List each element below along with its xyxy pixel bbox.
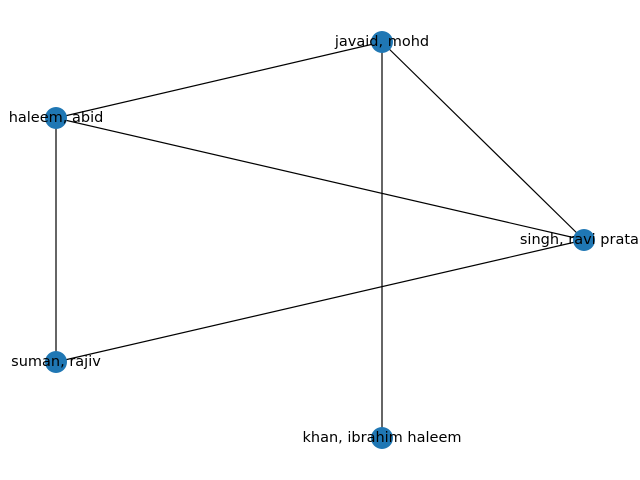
node-suman	[45, 351, 67, 373]
node-khan	[371, 427, 393, 449]
nodes-layer	[45, 31, 595, 449]
edges-layer	[55, 41, 585, 438]
node-label-khan: khan, ibrahim haleem	[303, 430, 462, 446]
labels-layer: javaid, mohd haleem, abid singh, ravi prat…	[9, 34, 640, 446]
edge-javaid-haleem	[55, 41, 383, 119]
node-haleem	[45, 107, 67, 129]
edge-singh-suman	[55, 239, 585, 363]
node-label-singh: singh, ravi pratap	[520, 232, 640, 248]
node-label-suman: suman, rajiv	[11, 354, 101, 370]
edge-javaid-singh	[381, 41, 585, 241]
node-javaid	[371, 31, 393, 53]
node-singh	[573, 229, 595, 251]
node-label-haleem: haleem, abid	[9, 110, 104, 126]
edge-haleem-singh	[55, 117, 585, 241]
node-label-javaid: javaid, mohd	[334, 34, 429, 50]
